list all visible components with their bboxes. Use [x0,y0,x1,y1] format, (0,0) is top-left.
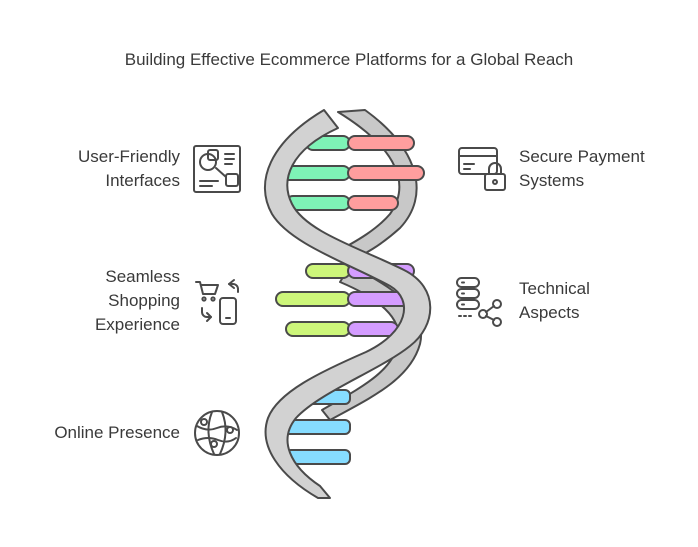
label-secure-payment-systems: Secure Payment Systems [519,147,645,190]
payment-card-lock-icon [458,147,506,191]
label-technical-aspects: Technical Aspects [519,279,590,322]
diagram-title: Building Effective Ecommerce Platforms f… [124,50,574,69]
rung-6-right [347,321,399,337]
server-network-icon [456,277,502,327]
cart-mobile-sync-icon [195,279,239,325]
rung-3-right [347,195,399,211]
rung-1-right [347,135,415,151]
interface-layout-icon [193,145,241,193]
globe-network-icon [194,410,240,456]
rung-2-right [347,165,425,181]
rung-4-left [305,263,351,279]
helix-front-strand [263,109,432,499]
label-seamless-shopping-experience: Seamless Shopping Experience [94,267,180,334]
rung-3-left [285,195,351,211]
helix-back-strand-top [329,109,418,263]
rung-5-left [275,291,351,307]
label-user-friendly-interfaces: User-Friendly Interfaces [77,147,180,190]
rung-6-left [285,321,351,337]
label-online-presence: Online Presence [54,423,180,442]
